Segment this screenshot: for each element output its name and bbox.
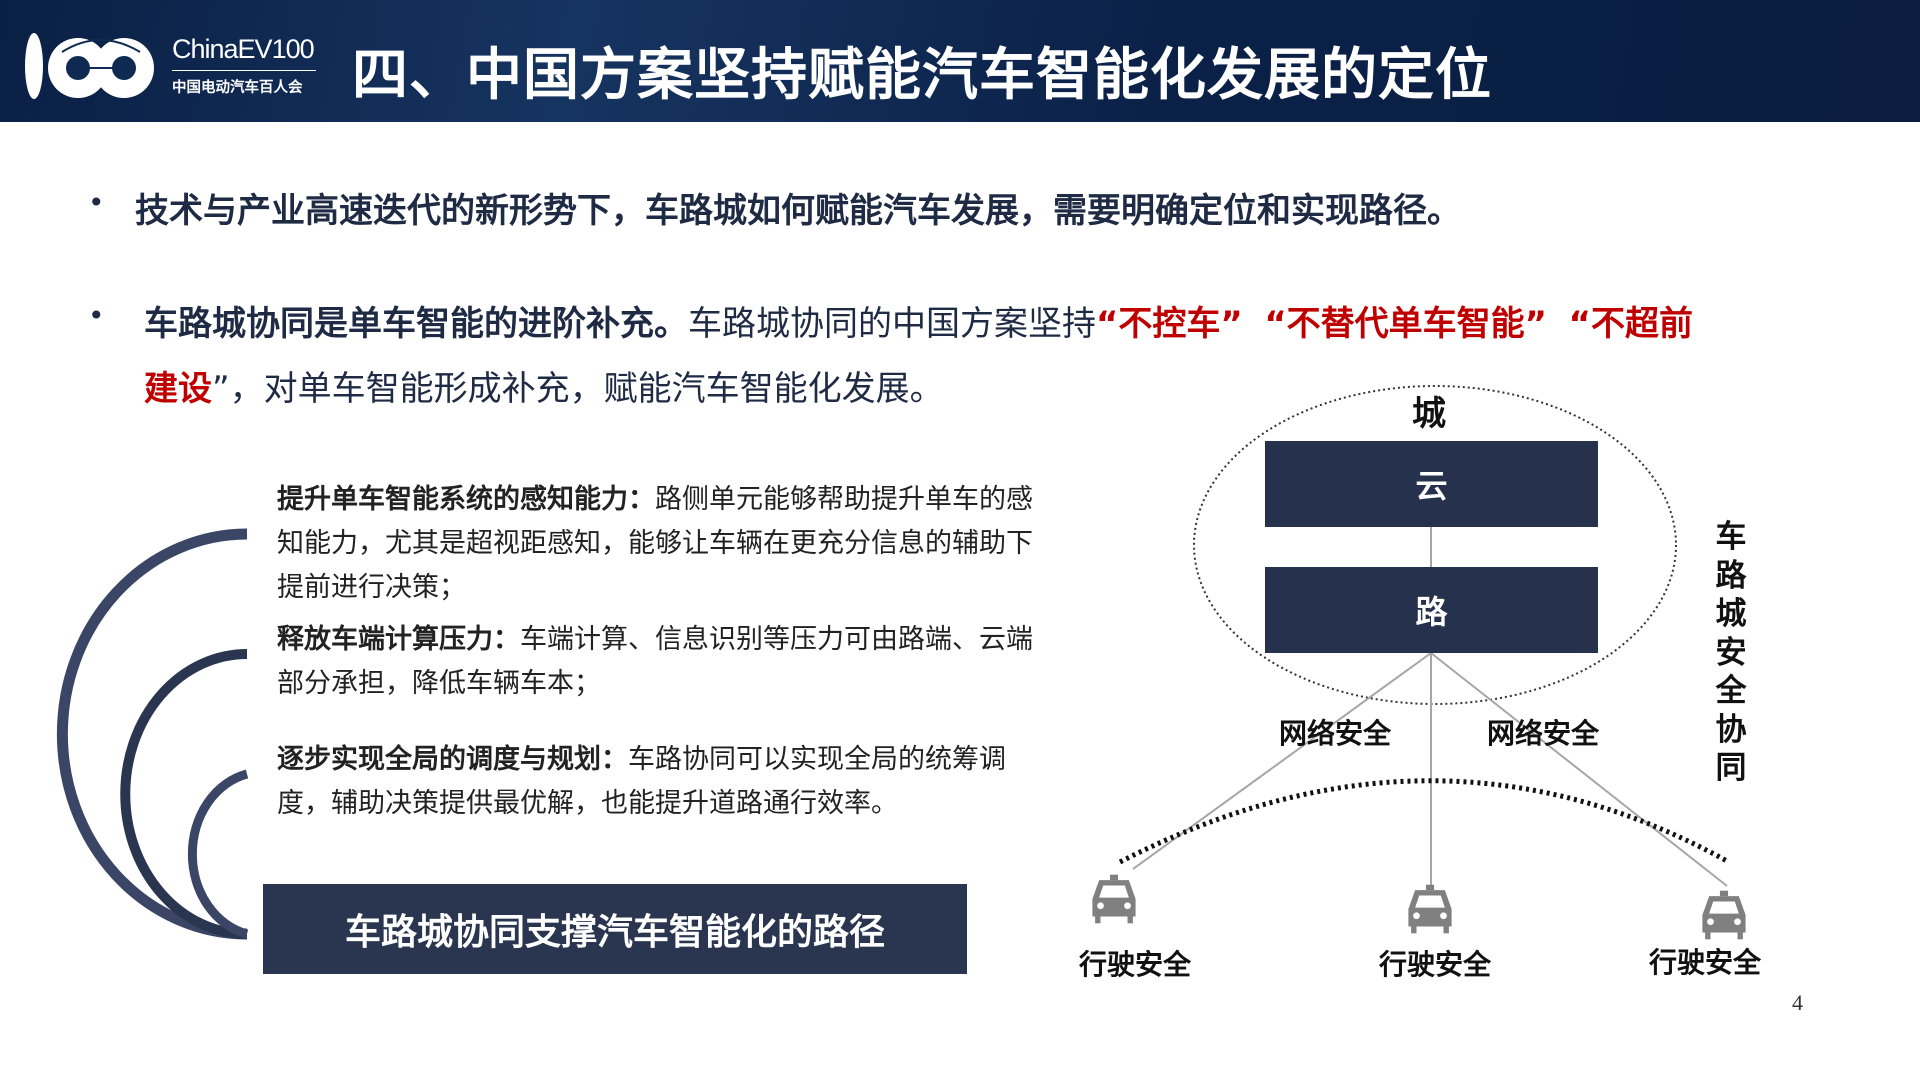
- network-security-label: 网络安全: [1486, 717, 1600, 750]
- logo-text-en: ChinaEV100: [172, 34, 315, 64]
- cloud-box: 云: [1265, 441, 1598, 527]
- taxi-icon: [1408, 884, 1452, 934]
- point-text: 路侧单元能够帮助提升单车的感知能力，尤其是超视距感知，能够让车辆在更充分信息的辅…: [277, 484, 1033, 603]
- driving-safety-label: 行驶安全: [1648, 946, 1762, 979]
- quote-no-advance-cont: 建设: [144, 369, 212, 409]
- quote-no-control: “不控车”: [1096, 304, 1243, 344]
- taxi-icon: [1092, 874, 1136, 924]
- bullet-dot: •: [88, 299, 105, 332]
- point-perception: 提升单车智能系统的感知能力：路侧单元能够帮助提升单车的感知能力，尤其是超视距感知…: [277, 478, 1047, 610]
- bullet-2-normal: 车路城协同的中国方案坚持: [688, 304, 1096, 344]
- logo-text-cn: 中国电动汽车百人会: [172, 80, 303, 96]
- bullet-2-line-1: 车路城协同是单车智能的进阶补充。车路城协同的中国方案坚持“不控车” “不替代单车…: [144, 296, 1693, 345]
- bullet-2-bold: 车路城协同是单车智能的进阶补充。: [144, 304, 688, 344]
- page-title: 四、中国方案坚持赋能汽车智能化发展的定位: [352, 43, 1492, 108]
- logo-divider: [172, 70, 316, 71]
- page-number: 4: [1792, 990, 1803, 1015]
- point-title: 逐步实现全局的调度与规划：: [277, 744, 628, 775]
- city-ellipse: [1193, 385, 1677, 705]
- quote-no-advance: “不超前: [1568, 304, 1694, 344]
- side-label: 车路城安全协同: [1715, 519, 1747, 786]
- bullet-dot: •: [88, 186, 105, 219]
- driving-safety-label: 行驶安全: [1078, 948, 1192, 981]
- city-label: 城: [1412, 394, 1446, 434]
- point-text: 车端计算、信息识别等压力可由路端、云端部分承担，降低车辆车本；: [277, 624, 1033, 699]
- arc-decoration-icon: [56, 528, 249, 940]
- logo-100-icon: [25, 33, 154, 99]
- chinaev100-logo: ChinaEV100 中国电动汽车百人会: [22, 30, 322, 102]
- quote-close: ”: [212, 369, 230, 409]
- network-security-label: 网络安全: [1278, 717, 1392, 750]
- bullet-1: 技术与产业高速迭代的新形势下，车路城如何赋能汽车发展，需要明确定位和实现路径。: [135, 191, 1461, 231]
- header-bar: ChinaEV100 中国电动汽车百人会 四、中国方案坚持赋能汽车智能化发展的定…: [0, 0, 1920, 122]
- point-title: 释放车端计算压力：: [277, 624, 520, 655]
- taxi-icon: [1702, 890, 1746, 940]
- point-compute: 释放车端计算压力：车端计算、信息识别等压力可由路端、云端部分承担，降低车辆车本；: [277, 618, 1047, 706]
- point-text: 车路协同可以实现全局的统筹调度，辅助决策提供最优解，也能提升道路通行效率。: [277, 744, 1006, 819]
- road-box: 路: [1265, 567, 1598, 653]
- bullet-2-tail: ，对单车智能形成补充，赋能汽车智能化发展。: [229, 369, 944, 409]
- link-car-1: [1132, 652, 1432, 870]
- path-banner: 车路城协同支撑汽车智能化的路径: [263, 884, 967, 974]
- link-car-3: [1430, 652, 1728, 887]
- vehicle-dotted-arc: [1118, 778, 1729, 865]
- driving-safety-label: 行驶安全: [1378, 948, 1492, 981]
- point-scheduling: 逐步实现全局的调度与规划：车路协同可以实现全局的统筹调度，辅助决策提供最优解，也…: [277, 738, 1047, 826]
- point-title: 提升单车智能系统的感知能力：: [277, 484, 655, 515]
- quote-no-replace: “不替代单车智能”: [1264, 304, 1548, 344]
- bullet-2-line-2: 建设”，对单车智能形成补充，赋能汽车智能化发展。: [144, 361, 944, 410]
